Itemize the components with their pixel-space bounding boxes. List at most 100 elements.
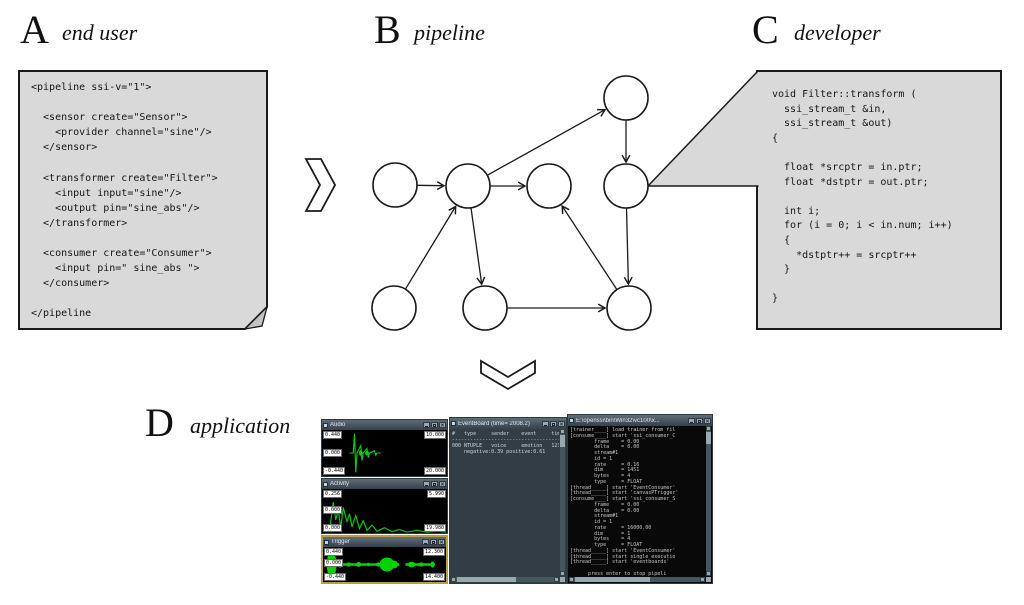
axis-value-chip: 0.440 [323,431,343,439]
scrollbar-thumb[interactable] [457,577,517,582]
xml-code-line [31,231,218,246]
console-line: [thread_____] start 'EventConsumer' [570,547,676,554]
pipeline-edge-m2-top [486,108,607,176]
minimize-button[interactable] [688,417,695,424]
window-controls [423,422,446,428]
scrollbar-thumb[interactable] [706,432,711,444]
close-button[interactable] [439,422,446,428]
scroll-up-button[interactable] [560,429,565,434]
pipeline-node-b3 [606,285,652,331]
xml-code-line: <sensor create="Sensor"> [31,112,188,124]
cpp-code-line: void Filter::transform ( [772,89,917,100]
maximize-button[interactable] [431,481,438,487]
window-icon [323,481,328,487]
section-a-letter: A [20,7,49,52]
pipeline-node-b1 [371,285,417,331]
scroll-right-button[interactable] [554,577,559,582]
cpp-code-line: } [772,293,779,305]
scroll-right-button[interactable] [700,577,705,582]
minimize-button[interactable] [423,481,430,487]
pipeline-graph [371,75,652,331]
console-line: type = FLOAT [570,478,643,485]
maximize-button[interactable] [431,422,438,428]
window-controls [422,539,445,545]
console-line: [thread_____] start single executio [570,553,676,560]
close-button[interactable] [558,420,565,427]
axis-value-chip: 14.400 [422,573,445,581]
xml-code-block: <pipeline ssi-v="1"> <sensor create="Sen… [31,80,218,322]
scroll-left-button[interactable] [451,577,456,582]
waveform-blob [365,450,369,456]
audio-plot-area: 0.440 10.000 0.000 -0.440 20.000 [322,430,447,476]
axis-value-chip: 0.256 [323,490,343,498]
pipeline-node-b2 [462,285,508,331]
waveform-line [330,502,446,532]
activity-panel-titlebar[interactable]: Activity [322,479,447,489]
scroll-up-button[interactable] [706,426,711,431]
minimize-button[interactable] [542,420,549,427]
axis-value-chip: 0.000 [324,559,344,567]
maximize-button[interactable] [550,420,557,427]
scroll-left-button[interactable] [569,577,574,582]
pipeline-node-top [603,75,649,121]
waveform-blob [358,450,363,456]
console-window: E:\openssi\bin\Win32\vc100\x... [trainer… [567,414,713,584]
cpp-code-line: int i; [772,205,821,217]
console-line: stream#1 [570,513,619,520]
eventboard-title: EventBoard (time= 2008.2) [458,420,530,427]
trigger-panel-title: Trigger [331,539,350,545]
scrollbar-thumb[interactable] [575,577,650,582]
trigger-panel-titlebar[interactable]: Trigger [323,537,446,547]
horizontal-scrollbar[interactable] [569,577,705,582]
console-line: delta = 0.00 [570,507,640,514]
section-b-label: pipeline [414,20,485,45]
minimize-icon [425,426,428,427]
cpp-code-line: float *dstptr = out.ptr; [772,176,929,188]
console-line: rate = 16000.00 [570,524,652,531]
cpp-code-line: for (i = 0; i < in.num; i++) [772,220,953,232]
axis-value-chip: 0.000 [323,449,343,457]
scroll-down-button[interactable] [560,571,565,576]
maximize-button[interactable] [696,417,703,424]
pipeline-node-m1 [372,162,418,208]
xml-code-line: <transformer create="Filter"> [31,172,218,184]
eventboard-titlebar[interactable]: EventBoard (time= 2008.2) [450,418,566,429]
audio-panel-title: Audio [330,422,346,428]
console-line: type = FLOAT [570,542,643,548]
close-button[interactable] [439,481,446,487]
eventboard-line: 000 NTUPLE voice emotion 1230 [452,443,559,449]
vertical-scrollbar[interactable] [706,426,711,576]
xml-code-line: <output pin="sine_abs"/> [31,202,200,214]
window-controls [688,417,711,424]
console-line: frame = 0.00 [570,501,640,508]
scroll-down-button[interactable] [706,571,711,576]
maximize-button[interactable] [430,539,437,545]
cpp-code-block: void Filter::transform ( ssi_stream_t &i… [772,88,953,307]
xml-code-line: <provider channel="sine"/> [31,127,212,139]
audio-panel-titlebar[interactable]: Audio [322,420,447,430]
eventboard-content: # type sender event time----------------… [451,429,559,576]
console-line: id = 1 [570,519,613,525]
audio-panel-window: Audio 0.440 10.000 0.000 -0.440 20.000 [321,419,448,477]
console-titlebar[interactable]: E:\openssi\bin\Win32\vc100\x... [568,415,712,426]
xml-code-line: <consumer create="Consumer"> [31,248,212,260]
activity-plot-area: 0.256 5.990 0.000 0.000 19.980 [322,489,447,533]
scrollbar-thumb[interactable] [560,435,565,447]
horizontal-scrollbar[interactable] [451,577,559,582]
chevron-right-icon [304,158,337,212]
resize-grip[interactable] [560,577,565,582]
xml-code-line [31,291,218,306]
xml-code-line [31,95,218,110]
eventboard-line: # type sender event time [452,431,559,437]
trigger-panel-window: Trigger 0.440 12.300 0.000 -0.440 14.400 [321,535,448,584]
close-button[interactable] [438,539,445,545]
resize-grip[interactable] [706,577,711,582]
xml-code-line: </consumer> [31,278,110,290]
console-line: [thread_____] start 'canvasPTrigger' [570,490,679,497]
section-a-label: end user [62,20,138,45]
minimize-button[interactable] [422,539,429,545]
close-button[interactable] [704,417,711,424]
vertical-scrollbar[interactable] [560,429,565,576]
minimize-button[interactable] [423,422,430,428]
minimize-icon [424,543,427,544]
